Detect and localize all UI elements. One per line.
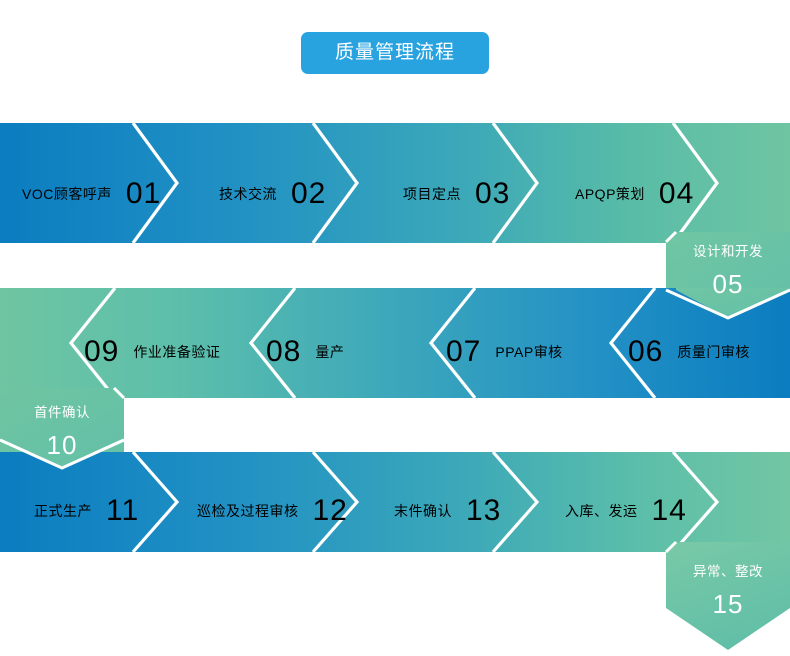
connector-15-label: 异常、整改 [693, 564, 763, 579]
connector-05-label: 设计和开发 [693, 244, 763, 259]
step-13-number: 13 [466, 494, 502, 527]
step-11-label: 正式生产 [34, 503, 92, 519]
step-01[interactable]: VOC顾客呼声 01 [22, 173, 161, 210]
row-2-band [0, 287, 790, 399]
step-09[interactable]: 09 作业准备验证 [84, 331, 221, 368]
step-04[interactable]: APQP策划 04 [575, 173, 694, 210]
step-11[interactable]: 正式生产 11 [34, 490, 139, 527]
row-3-separators [131, 450, 720, 554]
step-07[interactable]: 07 PPAP审核 [446, 331, 563, 368]
step-04-number: 04 [658, 177, 695, 210]
step-12[interactable]: 巡检及过程审核 12 [197, 490, 348, 527]
connector-05[interactable]: 设计和开发 05 [663, 240, 790, 300]
step-06-number: 06 [628, 335, 664, 368]
connector-15-number: 15 [712, 589, 744, 619]
step-11-number: 11 [106, 494, 140, 527]
step-02[interactable]: 技术交流 02 [219, 173, 326, 210]
connector-10-label: 首件确认 [34, 405, 90, 420]
step-12-label: 巡检及过程审核 [197, 503, 299, 519]
diagram-title-container: 质量管理流程 [0, 32, 790, 74]
step-14-number: 14 [651, 494, 687, 527]
step-13-label: 末件确认 [394, 503, 452, 519]
step-07-number: 07 [446, 335, 482, 368]
step-09-label: 作业准备验证 [133, 344, 221, 360]
connector-15-shape [664, 540, 790, 650]
step-04-label: APQP策划 [575, 186, 645, 202]
step-03-number: 03 [475, 177, 511, 210]
step-01-label: VOC顾客呼声 [22, 186, 112, 202]
step-06-label: 质量门审核 [677, 344, 750, 360]
step-08-number: 08 [266, 335, 302, 368]
step-01-number: 01 [125, 177, 162, 210]
step-03[interactable]: 项目定点 03 [403, 173, 510, 210]
step-13[interactable]: 末件确认 13 [394, 490, 501, 527]
page-title: 质量管理流程 [300, 32, 489, 74]
connector-10[interactable]: 首件确认 10 [0, 401, 127, 461]
step-07-label: PPAP审核 [495, 344, 563, 360]
step-08-label: 量产 [315, 344, 345, 360]
connector-15[interactable]: 异常、整改 15 [663, 560, 790, 620]
step-08[interactable]: 08 量产 [266, 331, 345, 368]
step-14-label: 入库、发运 [565, 503, 638, 519]
step-09-number: 09 [84, 335, 120, 368]
row-1-separators [131, 122, 719, 244]
step-12-number: 12 [312, 494, 348, 527]
row-3-band [0, 438, 790, 554]
step-14[interactable]: 入库、发运 14 [565, 490, 687, 527]
step-03-label: 项目定点 [403, 186, 461, 202]
connector-10-number: 10 [46, 430, 78, 460]
row-1-band [0, 122, 790, 244]
step-02-number: 02 [291, 177, 327, 210]
step-06[interactable]: 06 质量门审核 [628, 331, 750, 368]
row-2-separators [68, 287, 657, 399]
connector-05-number: 05 [712, 269, 744, 299]
step-02-label: 技术交流 [219, 186, 277, 202]
